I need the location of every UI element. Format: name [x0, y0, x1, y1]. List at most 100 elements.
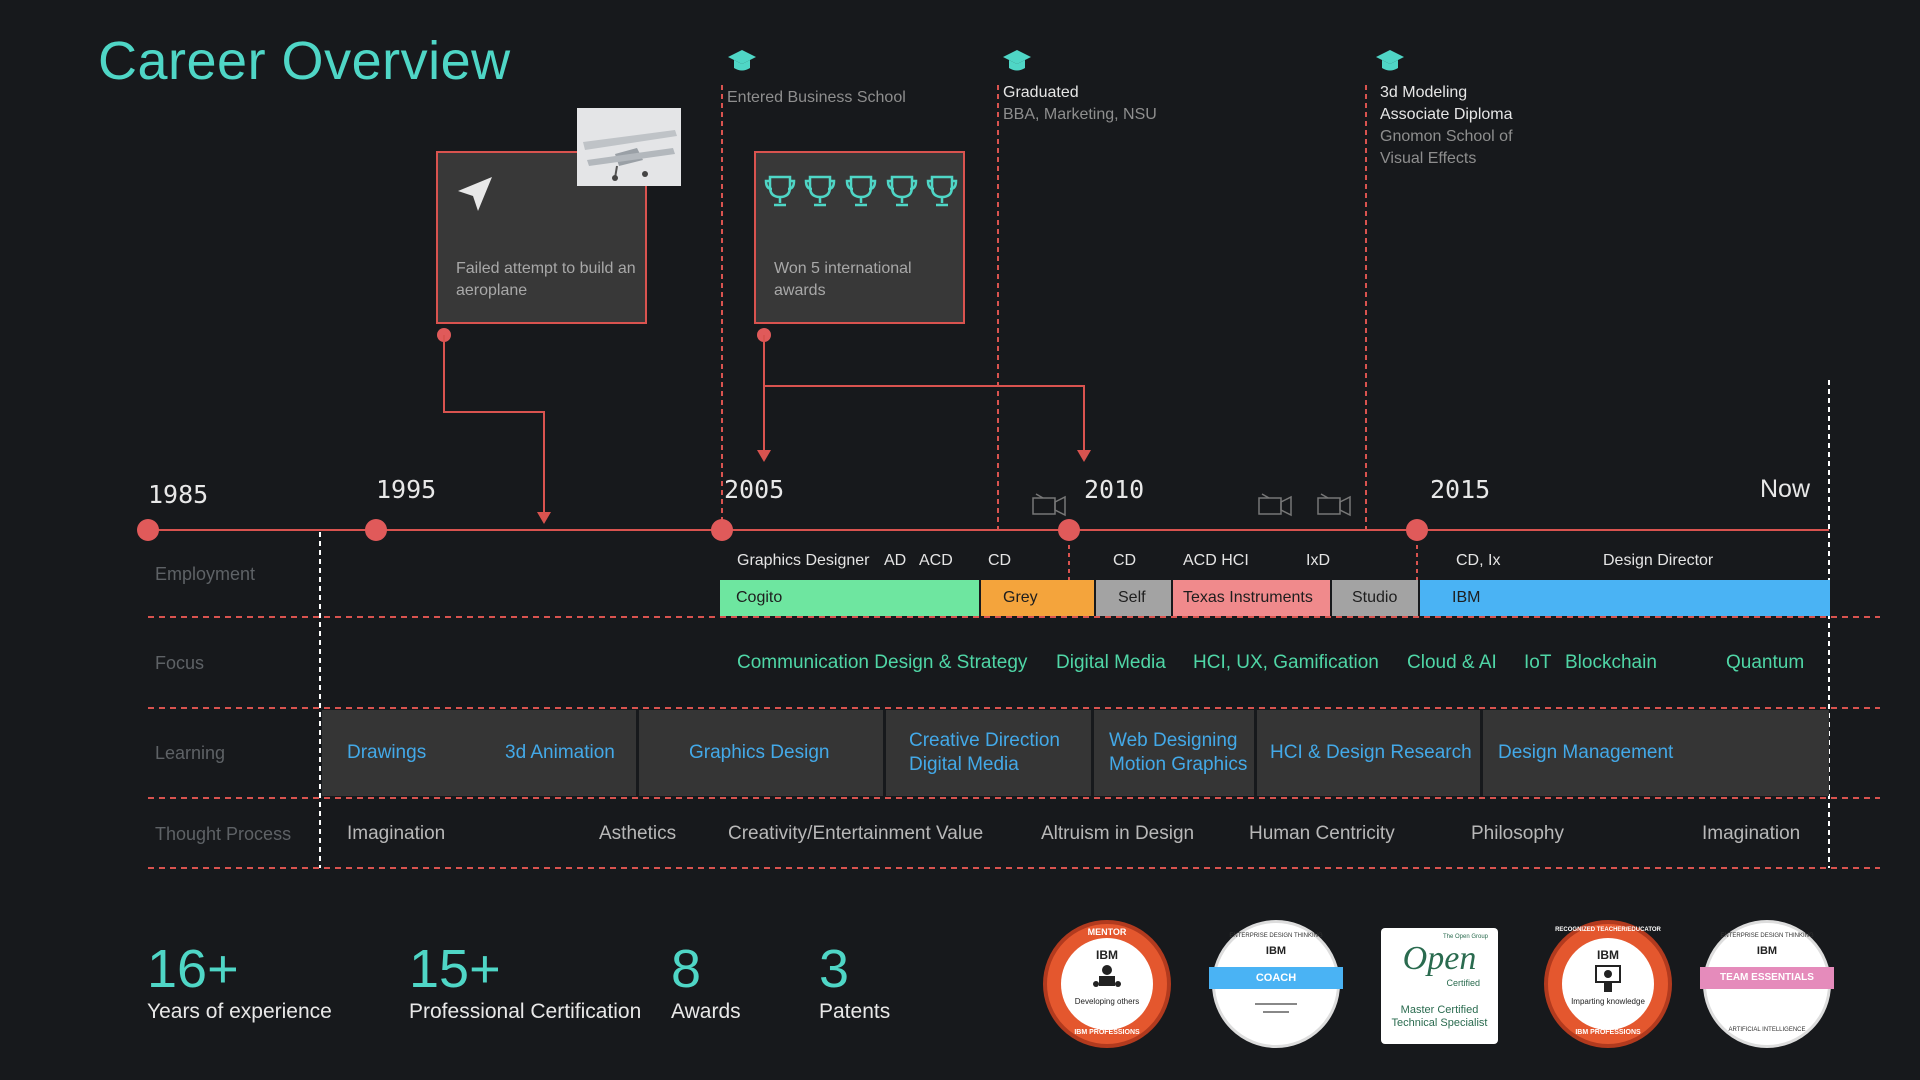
year-label: 2005 — [724, 475, 785, 504]
video-camera-icon — [1258, 493, 1292, 517]
badge-brand: The Open Group — [1442, 934, 1488, 940]
employer-bar-studio: Studio — [1332, 580, 1418, 616]
stat-label: Years of experience — [147, 1000, 332, 1023]
year-label: Now — [1760, 475, 1811, 503]
learning-item: Design Management — [1498, 742, 1674, 763]
graduation-cap-icon — [728, 50, 756, 71]
milestone-graduated: Graduated BBA, Marketing, NSU — [1003, 82, 1157, 126]
row-label-focus: Focus — [155, 653, 205, 673]
stat-label: Professional Certification — [409, 1000, 642, 1023]
badge-arc-text: ENTERPRISE DESIGN THINKING — [1229, 933, 1323, 939]
aeroplane-photo — [577, 108, 681, 186]
learning-block: Web Designing Motion Graphics — [1094, 710, 1254, 796]
year-label: 1995 — [376, 475, 437, 504]
badge-certified: Certified — [1446, 978, 1480, 988]
learning-block: Design Management — [1483, 710, 1829, 796]
job-title: Graphics Designer — [737, 552, 870, 569]
year-label: 2010 — [1084, 475, 1145, 504]
ibm-logo: IBM — [1096, 948, 1118, 962]
stat-label: Awards — [671, 1000, 741, 1023]
learning-item: 3d Animation — [505, 742, 615, 763]
badge-open-group: The Open Group Open Certified Master Cer… — [1381, 928, 1498, 1044]
focus-item: IoT — [1524, 652, 1552, 673]
milestone-heading: 3d Modeling Associate Diploma — [1380, 84, 1513, 123]
job-title: IxD — [1306, 552, 1330, 569]
job-title: CD, Ix — [1456, 552, 1501, 569]
milestone-diploma: 3d Modeling Associate Diploma Gnomon Sch… — [1380, 82, 1513, 170]
stat-years: 16+ Years of experience — [147, 938, 332, 1024]
timeline-dot-2010 — [1058, 519, 1080, 541]
ibm-logo: IBM — [1756, 945, 1778, 957]
teacher-icon — [1595, 965, 1621, 992]
thought-item: Altruism in Design — [1041, 823, 1195, 844]
focus-item: Communication Design & Strategy — [737, 652, 1028, 673]
thought-item: Philosophy — [1471, 823, 1564, 844]
learning-item: Graphics Design — [689, 742, 830, 763]
job-title: ACD HCI — [1183, 552, 1249, 569]
learning-item: Drawings — [347, 742, 427, 763]
badge-ribbon: TEAM ESSENTIALS — [1700, 967, 1834, 989]
thought-item: Creativity/Entertainment Value — [728, 823, 984, 844]
employer-bar-self: Self — [1096, 580, 1171, 616]
video-camera-icon — [1032, 493, 1066, 517]
stat-number: 8 — [671, 939, 702, 999]
badge-subtitle: Developing others — [1074, 997, 1140, 1006]
learning-item: HCI & Design Research — [1270, 742, 1472, 763]
timeline-dot-1995 — [365, 519, 387, 541]
badge-arc-text: ENTERPRISE DESIGN THINKING — [1720, 933, 1814, 939]
learning-item: Web Designing Motion Graphics — [1109, 730, 1248, 775]
job-title: CD — [1113, 552, 1137, 569]
focus-item: Cloud & AI — [1407, 652, 1497, 673]
people-icon — [1093, 965, 1121, 987]
thought-item: Human Centricity — [1249, 823, 1395, 844]
badge-arc-text: IBM PROFESSIONS — [1074, 1029, 1140, 1036]
stat-patents: 3 Patents — [819, 938, 890, 1024]
learning-item: Creative Direction Digital Media — [909, 730, 1060, 775]
learning-block: HCI & Design Research — [1257, 710, 1480, 796]
video-camera-icon — [1317, 493, 1351, 517]
badge-arc-text: IBM PROFESSIONS — [1575, 1029, 1641, 1036]
learning-block: Graphics Design — [639, 710, 883, 796]
employer-bar-cogito: Cogito — [720, 580, 979, 616]
page-title: Career Overview — [98, 31, 511, 91]
arrow-head — [537, 512, 551, 524]
stat-number: 16+ — [147, 939, 239, 999]
ibm-logo: IBM — [1265, 945, 1287, 957]
timeline-dot-2015 — [1406, 519, 1428, 541]
stat-number: 3 — [819, 939, 850, 999]
badge-subtitle: Imparting knowledge — [1571, 997, 1645, 1006]
graduation-cap-icon — [1376, 50, 1404, 71]
milestone-detail: Visual Effects — [1380, 150, 1477, 167]
employer-bar-grey: Grey — [981, 580, 1094, 616]
year-label: 1985 — [148, 480, 209, 509]
row-label-thought: Thought Process — [155, 824, 292, 844]
thought-item: Imagination — [347, 823, 446, 844]
row-label-learning: Learning — [155, 743, 226, 763]
arrow-head — [1077, 450, 1091, 462]
event-card-awards: Won 5 international awards — [754, 151, 965, 324]
trophy-icons — [764, 175, 958, 207]
focus-item: Quantum — [1726, 652, 1805, 673]
focus-item: HCI, UX, Gamification — [1193, 652, 1379, 673]
badge-teacher: RECOGNIZED TEACHER/EDUCATOR IBM Impartin… — [1544, 920, 1672, 1048]
badge-arc-text: MENTOR — [1087, 927, 1127, 937]
badge-coach: ENTERPRISE DESIGN THINKING IBM COACH — [1209, 920, 1343, 1048]
stat-label: Patents — [819, 1000, 891, 1023]
thought-item: Imagination — [1702, 823, 1801, 844]
milestone-detail: BBA, Marketing, NSU — [1003, 106, 1157, 123]
timeline-dot-2005 — [711, 519, 733, 541]
learning-block: Drawings 3d Animation — [322, 710, 636, 796]
paper-plane-icon — [458, 177, 492, 211]
job-title: AD — [884, 552, 907, 569]
learning-block: Creative Direction Digital Media — [886, 710, 1091, 796]
thought-item: Asthetics — [599, 823, 677, 844]
milestone-detail: Gnomon School of — [1380, 128, 1513, 145]
milestone-heading: Graduated — [1003, 84, 1079, 101]
badge-ribbon: COACH — [1209, 967, 1343, 989]
badge-subtitle: Master Certified Technical Specialist — [1391, 1004, 1488, 1029]
job-title: CD — [988, 552, 1012, 569]
employer-bar-ibm: IBM — [1420, 580, 1830, 616]
badge-team-essentials: ENTERPRISE DESIGN THINKING IBM TEAM ESSE… — [1700, 920, 1834, 1048]
year-label: 2015 — [1430, 475, 1491, 504]
